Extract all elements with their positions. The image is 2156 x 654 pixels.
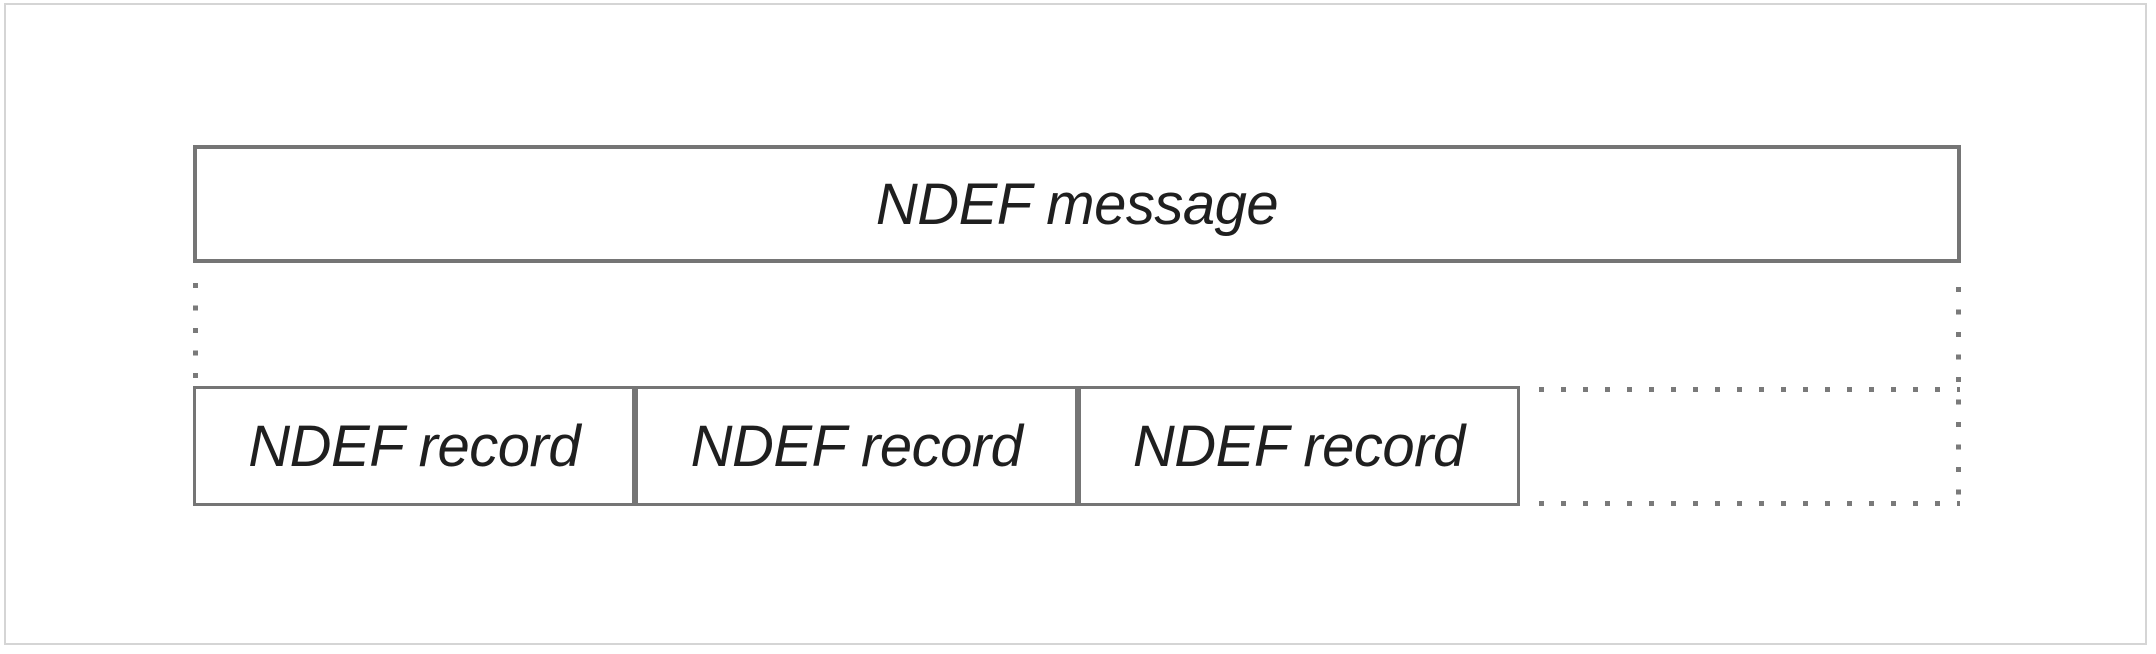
screenshot-frame [4,3,2147,645]
ndef-record-box: NDEF record [635,386,1078,506]
ndef-record-label: NDEF record [690,413,1023,479]
ndef-record-box: NDEF record [1077,386,1520,506]
ndef-record-label: NDEF record [1132,413,1465,479]
ndef-message-label: NDEF message [875,171,1279,237]
dotted-connector-left [193,283,198,379]
ndef-record-box: NDEF record [193,386,636,506]
dotted-continuation-bottom [1539,501,1960,506]
ndef-message-box: NDEF message [193,145,1961,263]
dotted-connector-right [1956,287,1961,504]
ndef-record-label: NDEF record [248,413,581,479]
ndef-records-row: NDEF record NDEF record NDEF record [193,386,1520,506]
dotted-continuation-top [1539,387,1960,392]
